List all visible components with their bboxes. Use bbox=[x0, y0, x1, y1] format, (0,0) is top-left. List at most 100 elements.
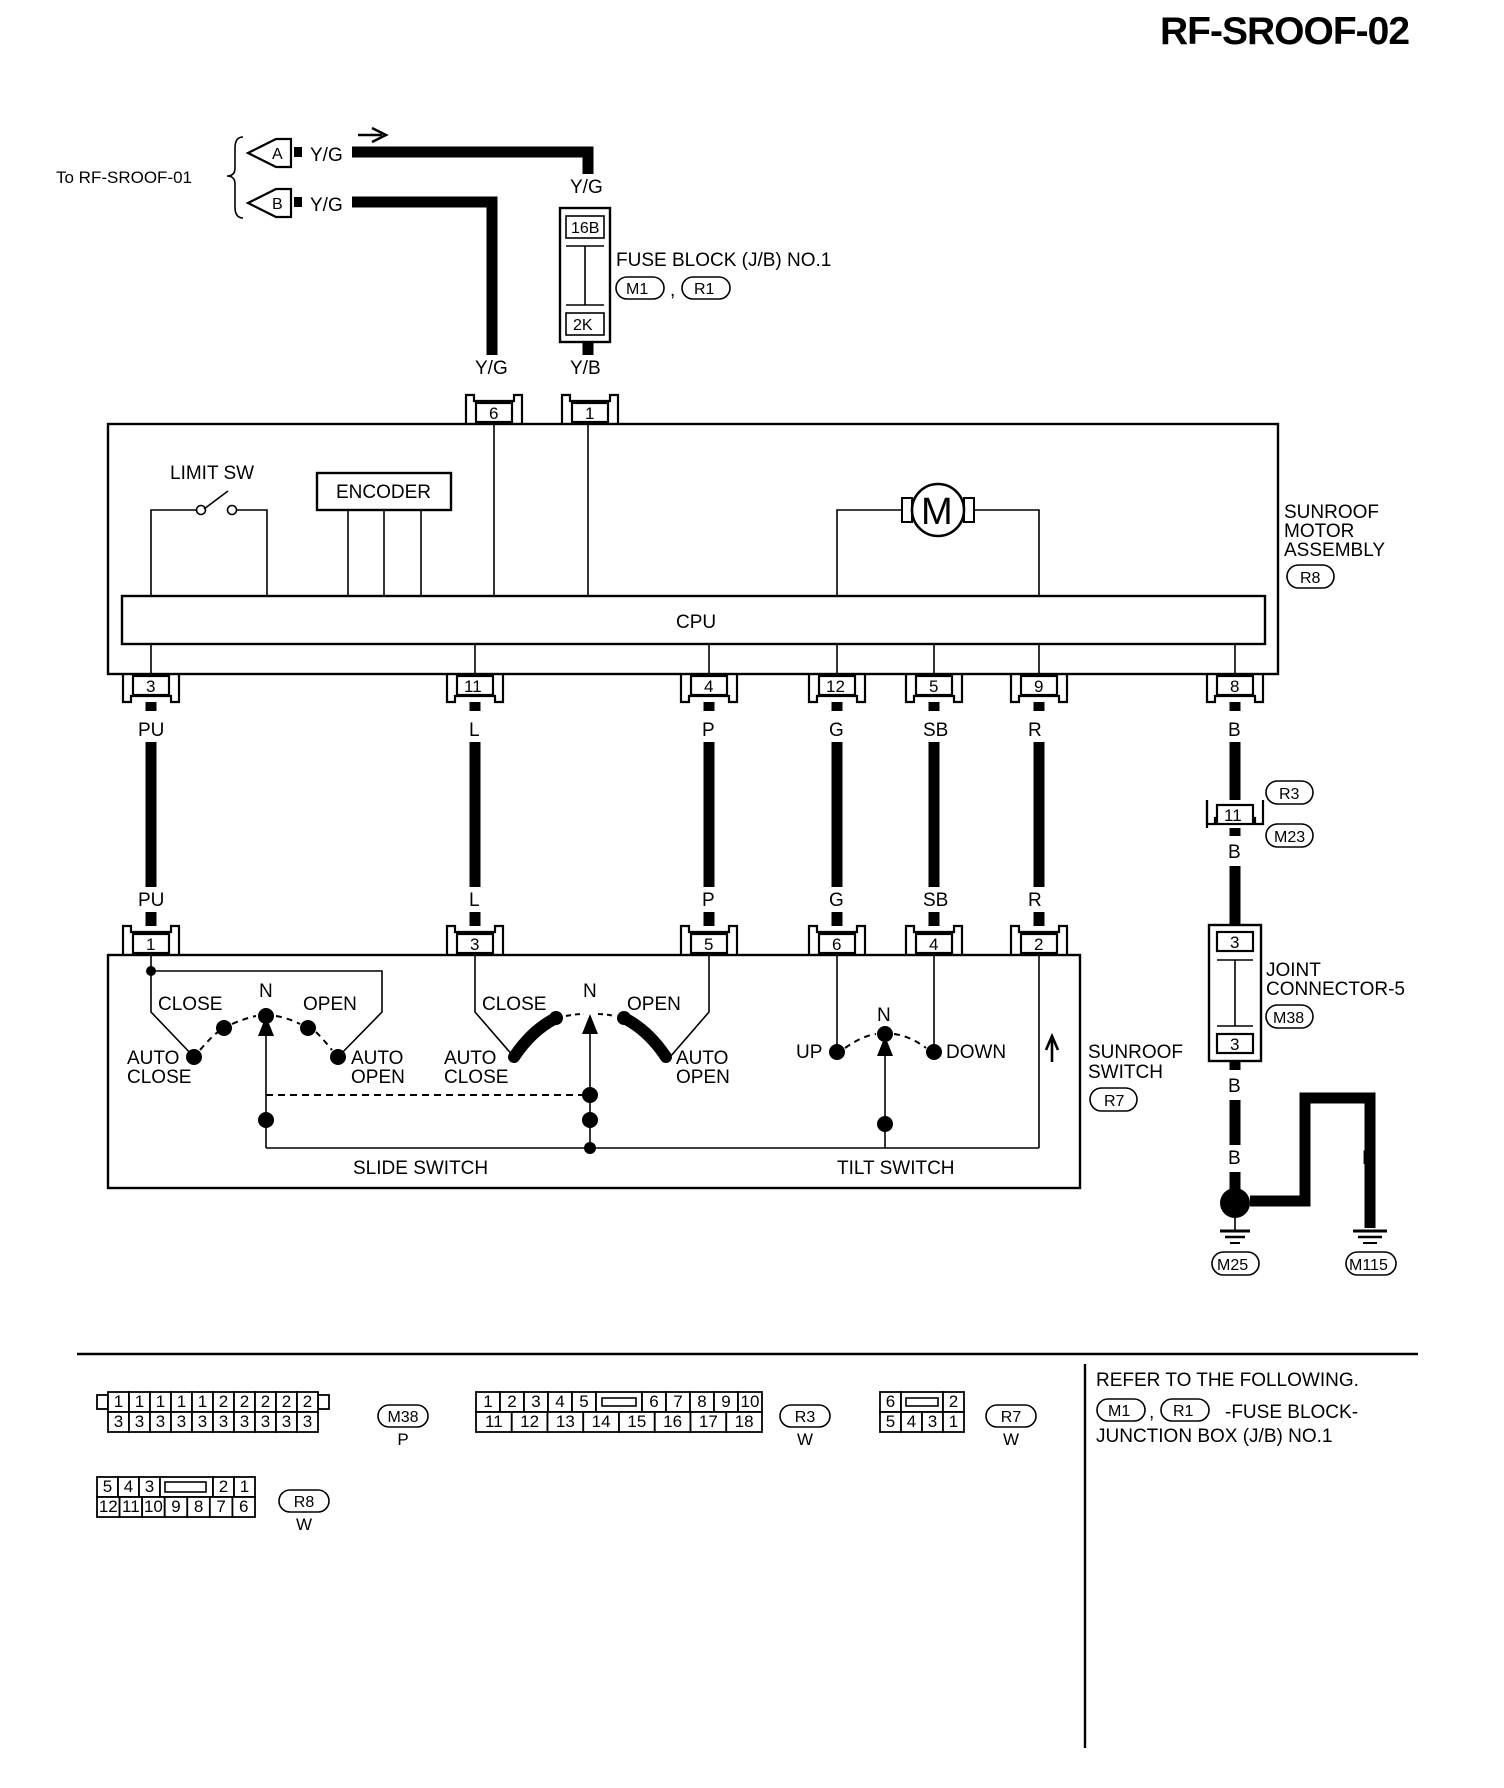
pin-number: 7 bbox=[216, 1497, 225, 1516]
svg-text:2: 2 bbox=[1034, 935, 1043, 954]
svg-text:SUNROOF: SUNROOF bbox=[1284, 502, 1379, 523]
pin-number: 3 bbox=[531, 1392, 540, 1411]
svg-text:G: G bbox=[829, 890, 844, 911]
svg-text:B: B bbox=[1362, 1148, 1375, 1169]
pin-number: 12 bbox=[520, 1412, 539, 1431]
motor-bottom-pin-12: 12 bbox=[807, 674, 867, 704]
svg-text:9: 9 bbox=[1034, 677, 1043, 696]
pin-number: 2 bbox=[219, 1392, 228, 1411]
pin-number: 1 bbox=[177, 1392, 186, 1411]
svg-text:4: 4 bbox=[929, 935, 938, 954]
svg-text:SWITCH: SWITCH bbox=[1088, 1062, 1163, 1083]
pin-number: 2 bbox=[219, 1477, 228, 1496]
svg-text:1: 1 bbox=[146, 935, 155, 954]
pin-number: 3 bbox=[156, 1412, 165, 1431]
svg-text:B: B bbox=[1228, 1076, 1241, 1097]
svg-text:SB: SB bbox=[923, 720, 948, 741]
svg-text:L: L bbox=[469, 720, 480, 741]
motor-pin-1: 1 bbox=[560, 393, 620, 424]
motor-bottom-pin-3: 3 bbox=[121, 674, 181, 704]
pin-number: 2 bbox=[303, 1392, 312, 1411]
motor-pin-6: 6 bbox=[464, 393, 524, 424]
pin-number: 5 bbox=[579, 1392, 588, 1411]
pin-number: 1 bbox=[135, 1392, 144, 1411]
motor-bottom-pin-9: 9 bbox=[1009, 674, 1069, 704]
connector-id: R7 bbox=[1001, 1409, 1022, 1426]
svg-text:CLOSE: CLOSE bbox=[158, 994, 222, 1015]
svg-text:CLOSE: CLOSE bbox=[127, 1067, 191, 1088]
svg-text:5: 5 bbox=[929, 677, 938, 696]
svg-text:5: 5 bbox=[704, 935, 713, 954]
connector-id: R8 bbox=[294, 1494, 315, 1511]
motor-bottom-pin-4: 4 bbox=[679, 674, 739, 704]
connector-color: W bbox=[1003, 1430, 1019, 1449]
svg-text:Y/G: Y/G bbox=[475, 358, 508, 379]
svg-text:8: 8 bbox=[1230, 677, 1239, 696]
svg-text:R3: R3 bbox=[1279, 786, 1300, 803]
switch-pin-3: 3 bbox=[445, 924, 505, 955]
svg-text:Y/B: Y/B bbox=[570, 358, 601, 379]
pin-number: 2 bbox=[949, 1392, 958, 1411]
svg-text:OPEN: OPEN bbox=[303, 994, 357, 1015]
motor-bottom-pin-5: 5 bbox=[904, 674, 964, 704]
svg-text:OPEN: OPEN bbox=[676, 1067, 730, 1088]
pin-number: 11 bbox=[122, 1497, 140, 1516]
pin-number: 1 bbox=[240, 1477, 249, 1496]
svg-text:N: N bbox=[583, 981, 597, 1002]
svg-text:R1: R1 bbox=[694, 281, 715, 298]
svg-text:REFER TO THE FOLLOWING.: REFER TO THE FOLLOWING. bbox=[1096, 1370, 1359, 1391]
pin-number: 6 bbox=[886, 1392, 895, 1411]
svg-text:R1: R1 bbox=[1173, 1403, 1194, 1420]
svg-text:B: B bbox=[1298, 1148, 1311, 1169]
svg-text:3: 3 bbox=[146, 677, 155, 696]
pin-number: 6 bbox=[649, 1392, 658, 1411]
svg-text:11: 11 bbox=[464, 677, 482, 696]
svg-text:3: 3 bbox=[470, 935, 479, 954]
svg-text:Y/G: Y/G bbox=[570, 177, 603, 198]
svg-text:P: P bbox=[702, 890, 715, 911]
svg-text:M25: M25 bbox=[1217, 1257, 1248, 1274]
svg-text:B: B bbox=[1228, 842, 1241, 863]
pin-number: 3 bbox=[135, 1412, 144, 1431]
svg-text:PU: PU bbox=[138, 890, 164, 911]
svg-text:B: B bbox=[1228, 1148, 1241, 1169]
svg-text:CLOSE: CLOSE bbox=[444, 1067, 508, 1088]
svg-text:SUNROOF: SUNROOF bbox=[1088, 1042, 1183, 1063]
svg-text:DOWN: DOWN bbox=[946, 1042, 1006, 1063]
sunroof-motor-assembly: 6 1 LIMIT SW ENCODER M CPU bbox=[106, 393, 1385, 676]
switch-pin-5: 5 bbox=[679, 924, 739, 955]
arrow-icon bbox=[358, 126, 389, 144]
pin-number: 6 bbox=[239, 1497, 248, 1516]
svg-text:CLOSE: CLOSE bbox=[482, 994, 546, 1015]
connector-color: W bbox=[797, 1430, 813, 1449]
ground-m115 bbox=[1345, 1251, 1397, 1276]
svg-text:M1: M1 bbox=[626, 281, 648, 298]
motor-bottom-pin-8: 8 bbox=[1205, 674, 1265, 704]
svg-text:Y/G: Y/G bbox=[310, 195, 343, 216]
svg-text:R7: R7 bbox=[1104, 1093, 1125, 1110]
pin-number: 3 bbox=[219, 1412, 228, 1431]
svg-text:SLIDE SWITCH: SLIDE SWITCH bbox=[353, 1158, 488, 1179]
pin-number: 9 bbox=[171, 1497, 180, 1516]
svg-text:MOTOR: MOTOR bbox=[1284, 521, 1354, 542]
svg-text:P: P bbox=[702, 720, 715, 741]
pin-number: 3 bbox=[261, 1412, 270, 1431]
svg-text:G: G bbox=[829, 720, 844, 741]
svg-text:AUTO: AUTO bbox=[444, 1048, 496, 1069]
svg-text:L: L bbox=[469, 890, 480, 911]
pin-number: 3 bbox=[177, 1412, 186, 1431]
pin-number: 3 bbox=[198, 1412, 207, 1431]
connector-b bbox=[245, 187, 293, 219]
page-id: RF-SROOF-02 bbox=[1160, 10, 1409, 53]
ground-path: 11 R3 M23 B 3 3 JOINT CONNECTOR-5 M38 B … bbox=[1205, 702, 1405, 1276]
switch-pin-6: 6 bbox=[807, 924, 867, 955]
pin-number: 15 bbox=[627, 1412, 646, 1431]
svg-text:M23: M23 bbox=[1274, 829, 1305, 846]
pin-number: 1 bbox=[949, 1412, 958, 1431]
pin-number: 1 bbox=[198, 1392, 207, 1411]
svg-text:B: B bbox=[1228, 720, 1241, 741]
motor-icon: M bbox=[921, 491, 953, 533]
svg-text:3: 3 bbox=[1230, 933, 1239, 952]
